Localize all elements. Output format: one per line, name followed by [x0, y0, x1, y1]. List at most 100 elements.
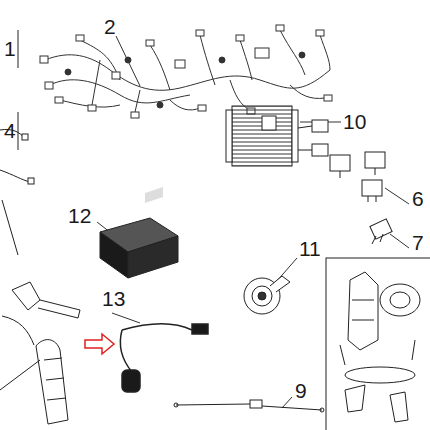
regulator-rectifier: [226, 106, 328, 166]
ignition-switch-set: [340, 340, 415, 365]
throttle-grip: [0, 360, 40, 390]
sensor-cable: [122, 324, 192, 330]
flasher-relay: [370, 219, 392, 244]
wiring-harness: [240, 40, 252, 80]
wiring-harness: [45, 55, 330, 90]
wiring-harness: [198, 105, 206, 111]
ignition-switch-set: [380, 284, 420, 316]
wiring-harness: [236, 35, 244, 41]
wiring-harness: [280, 30, 305, 75]
handlebar-switch: [22, 134, 28, 140]
ignition-switch-set: [348, 272, 378, 350]
handlebar-switch: [28, 178, 34, 184]
regulator-rectifier: [292, 110, 298, 162]
wiring-harness: [88, 105, 96, 111]
wiring-harness: [316, 30, 324, 36]
callout-number: 6: [412, 188, 424, 209]
regulator-rectifier: [298, 126, 312, 150]
throttle-grip: [44, 358, 66, 400]
flasher-relay: [372, 234, 383, 244]
horn: [244, 276, 290, 314]
regulator-rectifier: [232, 106, 292, 166]
callout-number: 1: [4, 38, 16, 59]
throttle-grip: [0, 340, 68, 424]
leader-line: [97, 36, 409, 408]
sensor-cable: [122, 370, 140, 392]
wiring-harness: [112, 72, 120, 79]
callout-number: 10: [343, 111, 366, 132]
relay: [365, 152, 385, 168]
horn: [270, 276, 290, 292]
wiring-harness: [175, 60, 185, 68]
wiring-harness: [50, 80, 190, 103]
callout-number: 12: [68, 205, 91, 226]
cdi-unit: [128, 236, 178, 278]
wiring-harness: [219, 57, 225, 63]
relay: [375, 168, 376, 175]
wiring-harness: [299, 52, 305, 58]
leader-line: [390, 234, 409, 248]
wiring-harness: [276, 25, 284, 31]
ignition-switch-set: [345, 385, 365, 412]
control-cable: [174, 400, 324, 412]
wiring-harness: [290, 85, 325, 98]
leader-line: [385, 188, 409, 204]
throttle-grip: [36, 340, 68, 424]
wiring-harness: [131, 112, 139, 118]
callout-number: 4: [4, 120, 16, 141]
ignition-switch-set: [326, 258, 430, 430]
wiring-harness: [320, 35, 330, 70]
control-cable: [176, 404, 322, 410]
frame-line: [2, 200, 18, 255]
wiring-harness: [170, 100, 200, 110]
callout-number: 7: [412, 232, 424, 253]
ignition-switch-set: [345, 367, 415, 383]
wiring-harness: [40, 25, 332, 118]
relay: [362, 180, 382, 196]
pointer-arrow: [85, 334, 114, 354]
wiring-harness: [135, 90, 140, 112]
wiring-harness: [45, 82, 53, 89]
frame-line: [18, 112, 19, 150]
sensor-cable: [192, 324, 208, 334]
wiring-harness: [76, 35, 84, 41]
cdi-unit: [100, 187, 178, 278]
wiring-harness: [196, 30, 204, 36]
ignition-switch-set: [326, 258, 430, 430]
pointer-arrow: [85, 334, 114, 354]
relay: [330, 155, 350, 171]
wiring-harness: [65, 52, 305, 108]
callout-number: 9: [295, 380, 307, 401]
relay: [340, 171, 341, 178]
leader-line: [112, 313, 140, 323]
callout-number: 13: [102, 288, 125, 309]
control-cable: [320, 408, 324, 412]
wiring-harness: [125, 57, 131, 63]
handlebar-switch: [0, 129, 80, 345]
control-cable: [174, 403, 178, 407]
regulator-rectifier: [312, 144, 328, 156]
handlebar-switch: [12, 282, 40, 310]
wiring-harness: [65, 69, 71, 75]
wiring-harness: [92, 60, 100, 105]
ignition-switch-set: [352, 300, 374, 320]
regulator-rectifier: [226, 110, 232, 162]
sensor-cable: [120, 330, 132, 372]
callout-number: 2: [104, 16, 116, 37]
callout-number: 11: [299, 238, 321, 259]
relay: [330, 152, 385, 202]
ignition-switch-set: [390, 392, 408, 422]
handlebar-switch: [2, 316, 34, 345]
handlebar-switch: [38, 300, 80, 318]
wiring-harness: [150, 45, 170, 90]
wiring-harness: [157, 102, 163, 108]
control-cable: [250, 400, 262, 408]
cdi-unit: [100, 232, 128, 278]
regulator-rectifier: [262, 116, 276, 130]
flasher-relay: [370, 219, 392, 239]
cdi-unit: [145, 187, 163, 203]
frame-line: [18, 30, 19, 68]
horn: [252, 286, 272, 306]
